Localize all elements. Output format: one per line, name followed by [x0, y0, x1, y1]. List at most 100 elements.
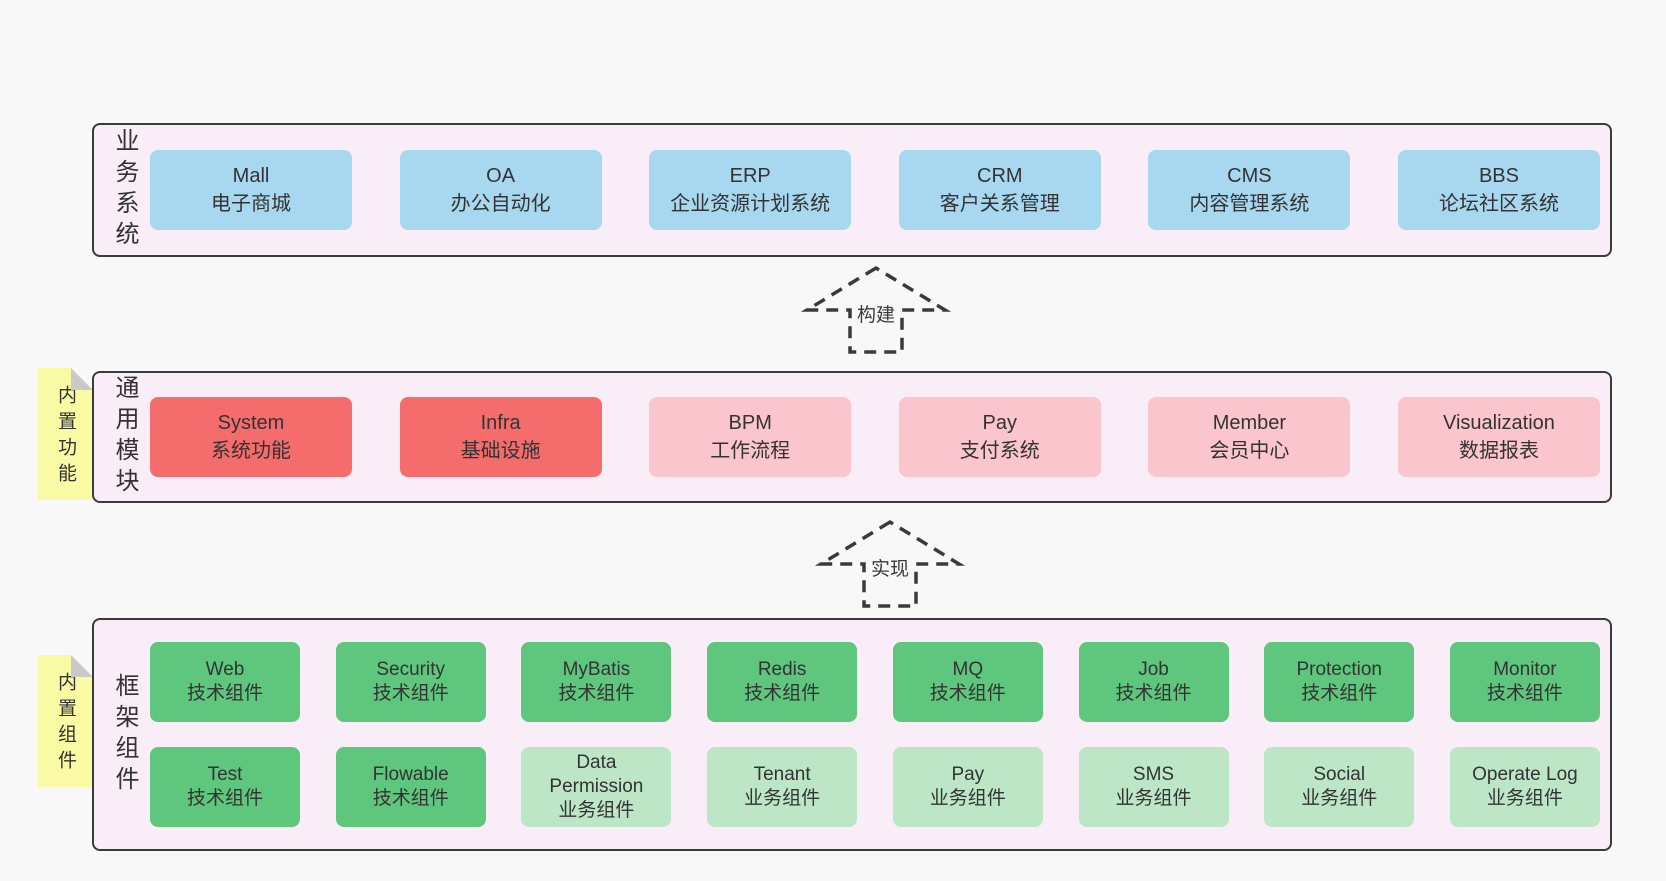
box-job: Job 技术组件	[1078, 642, 1229, 722]
box-name: ERP	[729, 165, 771, 187]
box-member: Member 会员中心	[1148, 397, 1351, 477]
box-desc: 业务组件	[1486, 788, 1563, 809]
box-desc: 技术组件	[929, 683, 1006, 704]
box-desc: 技术组件	[744, 683, 821, 704]
box-name: MQ	[952, 659, 984, 680]
box-name: Social	[1313, 764, 1366, 785]
box-desc: 技术组件	[186, 788, 263, 809]
box-desc: 技术组件	[372, 683, 449, 704]
sticky-note-built-in-components: 内置组件	[38, 655, 93, 787]
box-name: Tenant	[753, 764, 811, 785]
box-desc: 系统功能	[211, 440, 291, 462]
box-desc: 基础设施	[460, 440, 541, 462]
box-desc: 业务组件	[929, 788, 1006, 809]
box-name: CMS	[1227, 165, 1272, 187]
box-cms: CMS 内容管理系统	[1148, 150, 1351, 230]
up-arrow-icon	[801, 265, 951, 354]
box-test: Test 技术组件	[150, 747, 300, 827]
box-desc: 数据报表	[1458, 440, 1539, 462]
box-name: BPM	[728, 412, 772, 434]
box-name: Web	[205, 659, 245, 680]
box-name: Infra	[480, 412, 521, 434]
band-boxes: Mall 电子商城 OA 办公自动化 ERP 企业资源计划系统 CRM 客户关系…	[136, 125, 1610, 255]
box-pay: Pay 支付系统	[898, 397, 1101, 477]
box-tenant: Tenant 业务组件	[707, 747, 858, 827]
box-operate-log: Operate Log 业务组件	[1449, 747, 1600, 827]
box-visualization: Visualization 数据报表	[1397, 397, 1600, 477]
band-common-modules: 通用模块 System 系统功能 Infra 基础设施 BPM 工作流程 Pay…	[92, 371, 1612, 503]
component-row-1: Web 技术组件 Security 技术组件 MyBatis 技术组件 Redi…	[150, 642, 1600, 722]
band-business-systems: 业务系统 Mall 电子商城 OA 办公自动化 ERP 企业资源计划系统 CRM…	[92, 123, 1612, 257]
box-name: Mall	[232, 165, 270, 187]
box-mall: Mall 电子商城	[150, 150, 352, 230]
box-desc: 业务组件	[558, 800, 635, 821]
box-name: Pay	[951, 764, 985, 785]
box-desc: 电子商城	[211, 193, 291, 215]
box-desc: 会员中心	[1209, 440, 1290, 462]
box-name: Security	[376, 659, 446, 680]
box-mq: MQ 技术组件	[892, 642, 1043, 722]
note-fold-corner-icon	[71, 368, 93, 390]
box-desc: 客户关系管理	[939, 193, 1060, 215]
box-desc: 支付系统	[959, 440, 1040, 462]
box-monitor: Monitor 技术组件	[1449, 642, 1600, 722]
box-flowable: Flowable 技术组件	[335, 747, 486, 827]
box-name: Test	[207, 764, 243, 785]
note-fold-corner-icon	[71, 655, 93, 677]
box-name: OA	[486, 165, 516, 187]
box-data-permission: Data Permission 业务组件	[521, 747, 672, 827]
band-rows: Web 技术组件 Security 技术组件 MyBatis 技术组件 Redi…	[136, 620, 1610, 849]
band-framework-components: 框架组件 Web 技术组件 Security 技术组件 MyBatis 技术组件…	[92, 618, 1612, 851]
box-name: Visualization	[1443, 412, 1555, 434]
box-name: Redis	[757, 659, 807, 680]
arrow-label: 实现	[867, 552, 913, 583]
box-name: CRM	[977, 165, 1023, 187]
band-boxes: System 系统功能 Infra 基础设施 BPM 工作流程 Pay 支付系统…	[136, 373, 1610, 501]
box-name: Monitor	[1493, 659, 1557, 680]
box-sms: SMS 业务组件	[1078, 747, 1229, 827]
box-desc: 论坛社区系统	[1438, 193, 1559, 215]
box-desc: 业务组件	[1301, 788, 1378, 809]
box-desc: 工作流程	[710, 440, 791, 462]
box-name: Data Permission	[549, 752, 644, 797]
box-desc: 企业资源计划系统	[670, 193, 831, 215]
box-desc: 技术组件	[372, 788, 449, 809]
box-desc: 技术组件	[1486, 683, 1563, 704]
box-mybatis: MyBatis 技术组件	[521, 642, 672, 722]
dashed-up-arrow-build: 构建	[801, 264, 951, 356]
sticky-note-text: 内置组件	[55, 672, 76, 776]
box-pay-biz: Pay 业务组件	[892, 747, 1043, 827]
box-desc: 技术组件	[1115, 683, 1192, 704]
box-erp: ERP 企业资源计划系统	[649, 150, 852, 230]
box-redis: Redis 技术组件	[707, 642, 858, 722]
component-row-2: Test 技术组件 Flowable 技术组件 Data Permission …	[150, 747, 1600, 827]
box-desc: 办公自动化	[450, 193, 551, 215]
box-name: Flowable	[372, 764, 449, 785]
sticky-note-text: 内置功能	[55, 385, 76, 489]
box-desc: 业务组件	[1115, 788, 1192, 809]
box-bbs: BBS 论坛社区系统	[1397, 150, 1600, 230]
box-desc: 技术组件	[1301, 683, 1378, 704]
box-name: Operate Log	[1472, 764, 1578, 785]
box-desc: 技术组件	[558, 683, 635, 704]
box-bpm: BPM 工作流程	[649, 397, 852, 477]
box-desc: 技术组件	[186, 683, 263, 704]
box-system: System 系统功能	[150, 397, 352, 477]
box-desc: 内容管理系统	[1189, 193, 1310, 215]
box-protection: Protection 技术组件	[1264, 642, 1415, 722]
box-oa: OA 办公自动化	[399, 150, 602, 230]
box-name: SMS	[1132, 764, 1175, 785]
box-infra: Infra 基础设施	[399, 397, 602, 477]
box-desc: 业务组件	[744, 788, 821, 809]
arrow-label: 构建	[853, 298, 899, 329]
band-label: 业务系统	[111, 128, 138, 252]
band-label: 框架组件	[111, 672, 138, 797]
box-name: Member	[1212, 412, 1287, 434]
sticky-note-built-in-functions: 内置功能	[38, 368, 93, 500]
box-name: Protection	[1296, 659, 1382, 680]
box-name: BBS	[1478, 165, 1519, 187]
box-crm: CRM 客户关系管理	[898, 150, 1101, 230]
band-label: 通用模块	[111, 375, 138, 499]
box-social: Social 业务组件	[1264, 747, 1415, 827]
